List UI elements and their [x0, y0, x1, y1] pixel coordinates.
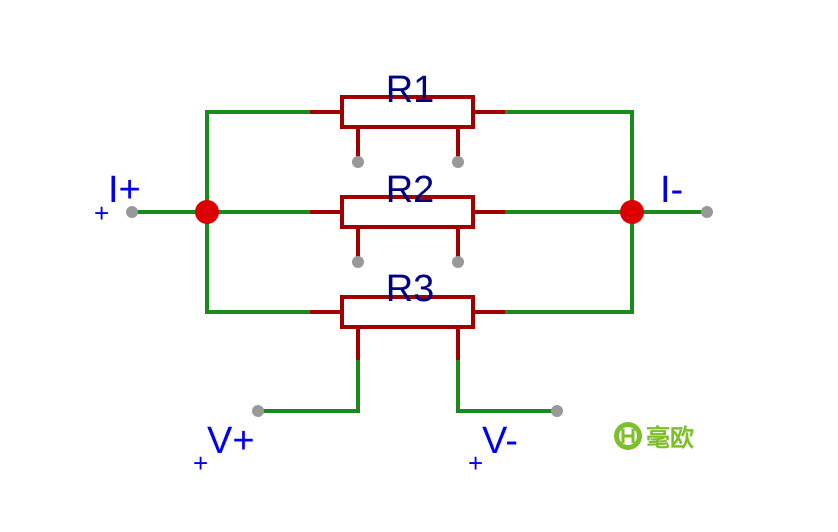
pin-r1-a	[352, 156, 364, 168]
junction-left	[195, 200, 219, 224]
label-i-minus: I-	[660, 169, 683, 211]
junction-right	[620, 200, 644, 224]
junctions	[195, 200, 644, 224]
logo-text: 毫欧	[646, 424, 694, 452]
pin-r1-b	[452, 156, 464, 168]
pin-i-minus	[701, 206, 713, 218]
plus-marker-i: +	[94, 198, 109, 228]
wire-v-minus	[456, 358, 559, 413]
plus-marker-v-minus: +	[468, 448, 483, 478]
terminal-pins	[126, 156, 713, 417]
resistor-r2	[310, 195, 505, 262]
pin-r2-b	[452, 256, 464, 268]
resistors	[310, 95, 505, 360]
pin-r2-a	[352, 256, 364, 268]
wires	[130, 110, 709, 413]
wire-v-plus	[256, 358, 360, 413]
resistor-r1	[310, 95, 505, 162]
label-r2: R2	[386, 169, 435, 211]
label-r3: R3	[386, 268, 435, 310]
pin-v-minus	[551, 405, 563, 417]
logo: 毫欧	[614, 422, 694, 452]
label-v-minus: V-	[482, 420, 518, 462]
plus-marker-v: +	[193, 448, 208, 478]
label-i-plus: I+	[108, 169, 141, 211]
pin-v-plus	[252, 405, 264, 417]
h-logo-icon	[614, 422, 642, 450]
label-v-plus: V+	[207, 420, 255, 462]
pin-i-plus	[126, 206, 138, 218]
label-r1: R1	[386, 69, 435, 111]
resistor-r3	[310, 295, 505, 360]
